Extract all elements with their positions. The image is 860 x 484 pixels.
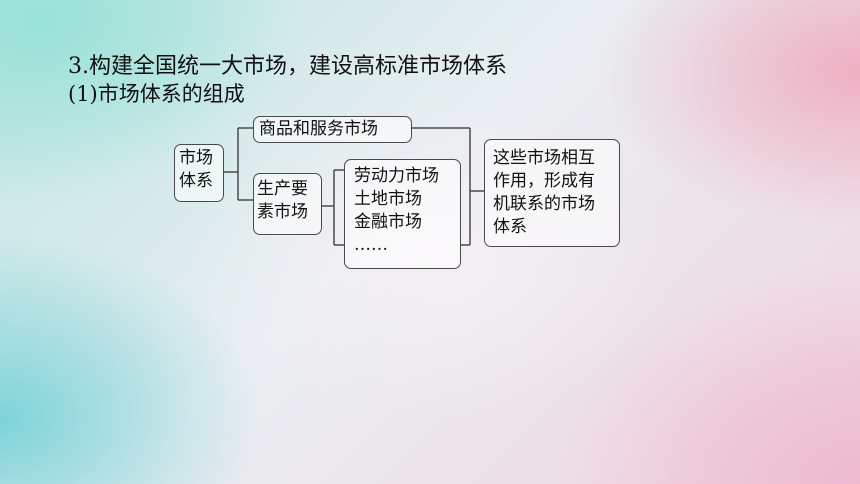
factor-markets-line-1: 生产要	[257, 179, 308, 199]
conclusion-box: 这些市场相互 作用，形成有 机联系的市场 体系	[484, 139, 620, 247]
goods-services-label: 商品和服务市场	[259, 119, 378, 139]
root-node-line-1: 市场	[179, 148, 213, 168]
conclusion-line: 作用，形成有	[493, 171, 595, 191]
conclusion-line: 机联系的市场	[493, 194, 595, 214]
root-node-line-2: 体系	[179, 171, 213, 191]
factor-list-item: 土地市场	[354, 189, 422, 209]
factor-list-item: 金融市场	[354, 212, 422, 232]
page-subtitle: (1)市场体系的组成	[68, 82, 245, 106]
factor-list-item: 劳动力市场	[354, 166, 439, 186]
factor-markets-box: 生产要 素市场	[253, 173, 322, 235]
factor-list-item: ……	[354, 235, 388, 255]
factor-markets-line-2: 素市场	[257, 202, 308, 222]
factor-list-box: 劳动力市场 土地市场 金融市场 ……	[344, 159, 461, 269]
conclusion-line: 这些市场相互	[493, 148, 595, 168]
root-node-box: 市场 体系	[174, 144, 224, 202]
conclusion-line: 体系	[493, 217, 527, 237]
page-title: 3.构建全国统一大市场，建设高标准市场体系	[68, 54, 507, 79]
goods-services-box: 商品和服务市场	[253, 116, 412, 143]
